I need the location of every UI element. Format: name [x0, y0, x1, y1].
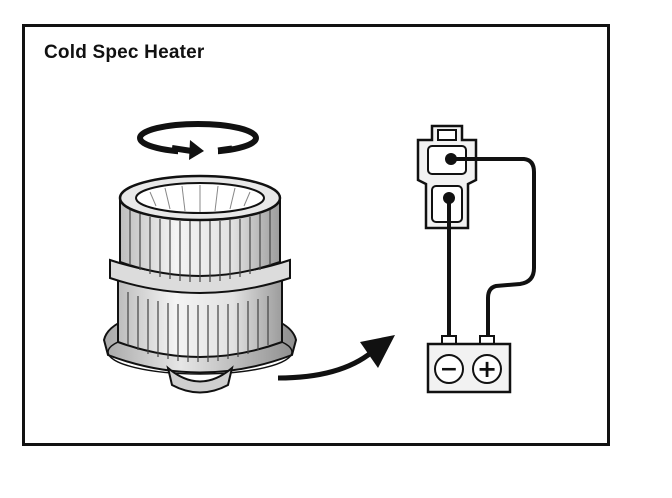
negative-terminal-label: − [440, 357, 458, 382]
blower-fan-motor [102, 174, 298, 394]
wiring [447, 157, 536, 342]
positive-terminal-label: + [477, 355, 497, 383]
positive-terminal-icon [472, 354, 502, 384]
connection-arrow-icon [277, 335, 395, 381]
diagram-title: Cold Spec Heater [44, 42, 205, 63]
negative-terminal-icon [434, 354, 464, 384]
rotation-arrow-icon [137, 121, 259, 160]
battery: − + [426, 335, 512, 394]
motor-connector [416, 124, 478, 230]
